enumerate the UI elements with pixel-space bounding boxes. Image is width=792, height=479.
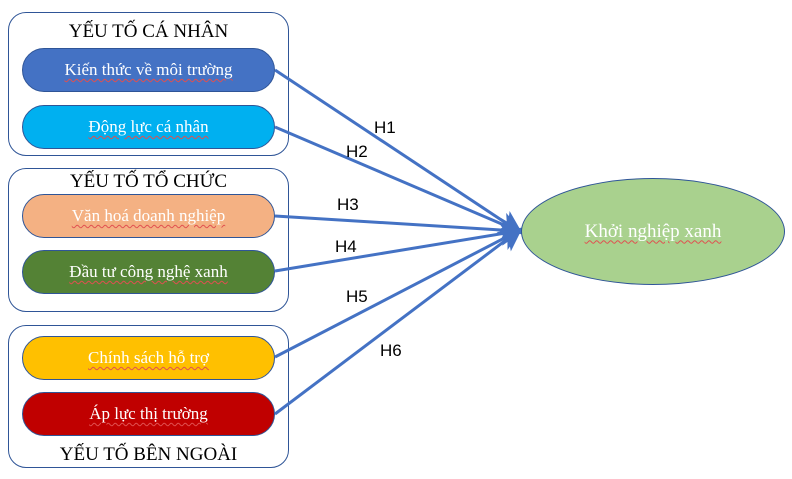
arrow-h3: [274, 214, 524, 242]
arrow-h2: [274, 125, 524, 235]
factor-environmental-knowledge: Kiến thức về môi trường: [22, 48, 275, 92]
arrow-h5: [274, 228, 524, 359]
factor-label: Động lực cá nhân: [88, 117, 209, 136]
factor-label: Kiến thức về môi trường: [64, 60, 233, 79]
group-title-personal: YẾU TỐ CÁ NHÂN: [68, 21, 229, 42]
factor-green-tech-investment: Đầu tư công nghệ xanh: [22, 250, 275, 294]
outcome-green-startup: Khởi nghiệp xanh: [521, 178, 785, 285]
factor-label: Đầu tư công nghệ xanh: [69, 262, 228, 281]
factor-market-pressure: Áp lực thị trường: [22, 392, 275, 436]
factor-label: Áp lực thị trường: [89, 404, 208, 423]
hypothesis-label-h1: H1: [374, 118, 396, 137]
arrow-h4: [274, 222, 524, 273]
arrow-h6: [274, 227, 523, 416]
hypothesis-label-h4: H4: [335, 237, 357, 256]
factor-label: Chính sách hỗ trợ: [88, 348, 209, 367]
hypothesis-label-h3: H3: [337, 195, 359, 214]
hypothesis-label-h6: H6: [380, 341, 402, 360]
group-title-external: YẾU TỐ BÊN NGOÀI: [59, 444, 238, 465]
hypothesis-label-h5: H5: [346, 287, 368, 306]
hypothesis-label-h2: H2: [346, 142, 368, 161]
factor-corporate-culture: Văn hoá doanh nghiệp: [22, 194, 275, 238]
factor-support-policy: Chính sách hỗ trợ: [22, 336, 275, 380]
factor-label: Văn hoá doanh nghiệp: [71, 206, 226, 225]
outcome-label: Khởi nghiệp xanh: [584, 220, 722, 242]
group-title-organizational: YẾU TỐ TỔ CHỨC: [69, 171, 228, 192]
arrow-h1: [274, 68, 524, 235]
factor-personal-motivation: Động lực cá nhân: [22, 105, 275, 149]
